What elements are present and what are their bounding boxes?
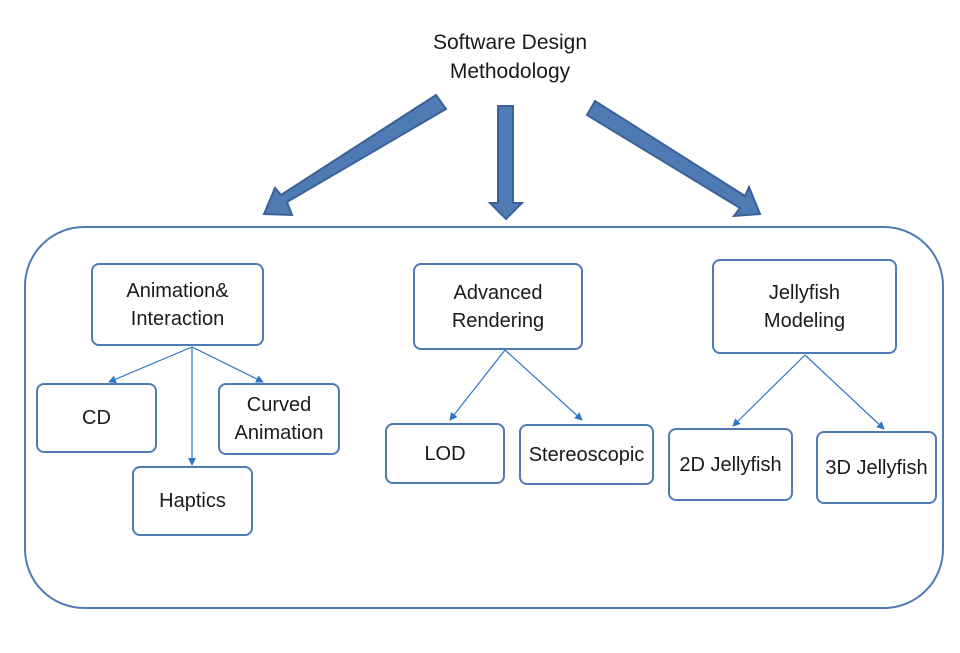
box-lod-label: LOD <box>424 442 466 465</box>
title-line-2: Methodology <box>449 60 571 83</box>
box-cd: CD <box>36 383 157 453</box>
box-3d-jellyfish: 3D Jellyfish <box>816 431 937 504</box>
box-jellyfish-modeling-label: Jellyfish Modeling <box>763 281 846 332</box>
box-curved-animation-label: Curved Animation <box>234 394 324 444</box>
box-advanced-rendering-label: Advanced Rendering <box>451 281 545 332</box>
methodology-container <box>24 226 944 609</box>
connector-animation-to-cd <box>108 346 193 383</box>
title-line-1: Software Design <box>432 31 588 54</box>
box-animation-interaction-label: Animation& Interaction <box>126 279 229 330</box>
box-advanced-rendering: Advanced Rendering <box>413 263 583 350</box>
connector-jellyfish-to-3d <box>804 354 885 430</box>
box-2d-jellyfish: 2D Jellyfish <box>668 428 793 501</box>
box-haptics-label: Haptics <box>159 490 226 512</box>
box-2d-jellyfish-label: 2D Jellyfish <box>679 453 782 476</box>
box-lod: LOD <box>385 423 505 484</box>
connector-jellyfish-to-2d <box>732 354 806 427</box>
box-animation-interaction: Animation& Interaction <box>91 263 264 346</box>
big-arrow-center <box>487 105 525 221</box>
big-arrow-left <box>262 93 448 217</box>
box-stereoscopic-label: Stereoscopic <box>528 443 645 466</box>
box-stereoscopic: Stereoscopic <box>519 424 654 485</box>
diagram-title: Software Design Methodology <box>400 28 620 86</box>
box-cd-label: CD <box>82 407 111 429</box>
connector-animation-to-curved <box>191 346 264 383</box>
box-3d-jellyfish-label: 3D Jellyfish <box>825 456 928 479</box>
box-curved-animation: Curved Animation <box>218 383 340 455</box>
connector-rendering-to-lod <box>449 349 506 421</box>
box-jellyfish-modeling: Jellyfish Modeling <box>712 259 897 354</box>
connector-rendering-to-stereo <box>504 349 583 421</box>
big-arrow-right <box>585 99 762 218</box>
box-haptics: Haptics <box>132 466 253 536</box>
